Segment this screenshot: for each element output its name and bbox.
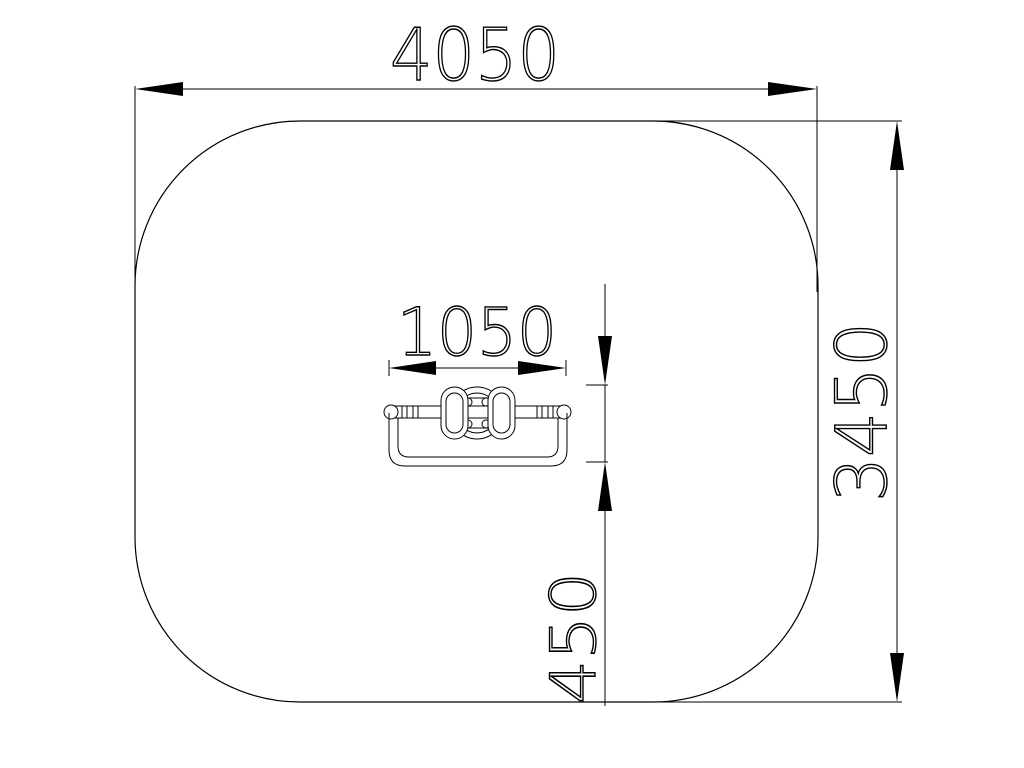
- seat-left: [440, 386, 469, 440]
- frame-outer: [388, 413, 568, 467]
- arrow-right: [518, 361, 566, 375]
- arrow-left: [135, 82, 183, 96]
- dimension-overall-width: 4050: [134, 12, 818, 292]
- dimension-label-offset: 450: [537, 572, 610, 704]
- dimension-label-equipment-width: 1050: [397, 294, 557, 371]
- dimension-label-width: 4050: [390, 13, 560, 97]
- bracket-right: [536, 405, 554, 419]
- arrow-up: [890, 121, 904, 170]
- arrow-left: [389, 361, 436, 375]
- end-cap-right: [556, 404, 572, 420]
- dimension-label-depth: 3450: [821, 322, 903, 502]
- arrow-right: [768, 82, 817, 96]
- dimension-equipment-width: 1050: [388, 293, 567, 376]
- safety-zone-outline: [134, 120, 819, 703]
- dimension-overall-depth: 3450: [630, 120, 904, 703]
- end-cap-left: [383, 404, 399, 420]
- arrow-up: [598, 462, 612, 511]
- frame-inner: [397, 418, 559, 458]
- seat-right: [487, 386, 516, 440]
- arrow-down: [890, 653, 904, 702]
- bracket-left: [401, 405, 419, 419]
- arrow-down: [598, 336, 612, 385]
- dimension-equipment-offset: 450: [536, 284, 612, 706]
- equipment-plan: [383, 386, 572, 467]
